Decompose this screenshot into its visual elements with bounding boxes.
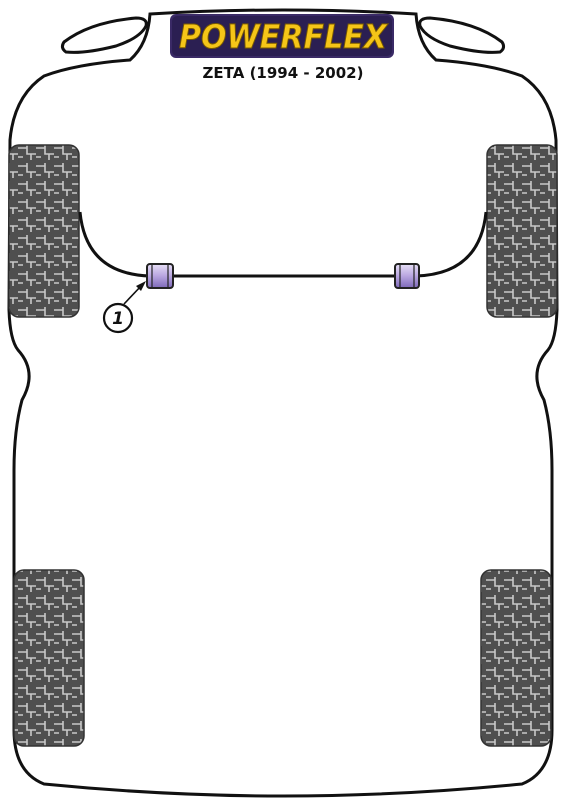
right-mirror — [418, 16, 506, 54]
callout-number: 1 — [112, 309, 124, 329]
front-right-tyre — [486, 144, 558, 318]
anti-roll-bar-bush-left — [146, 263, 174, 289]
front-left-tyre — [8, 144, 80, 318]
anti-roll-bar — [78, 211, 488, 278]
powerflex-logo: POWERFLEX — [170, 14, 394, 58]
rear-right-tyre — [480, 569, 552, 747]
callout-1[interactable]: 1 — [102, 281, 146, 334]
logo-text: POWERFLEX — [179, 17, 388, 56]
rear-left-tyre — [13, 569, 85, 747]
anti-roll-bar-bush-right — [394, 263, 420, 289]
car-body-outline — [7, 8, 559, 798]
left-mirror — [60, 16, 148, 54]
vehicle-title: ZETA (1994 - 2002) — [203, 64, 364, 82]
